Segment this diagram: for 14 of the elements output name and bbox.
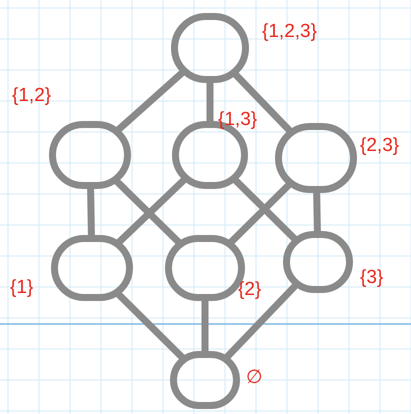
set-label: {2} [238,280,262,299]
line [232,70,294,134]
set-label: ∅ [246,368,263,387]
line [232,176,298,242]
set-label: {2,3} [360,136,400,155]
set-label: {1,2,3} [262,22,317,41]
line [114,69,186,134]
set-label: {1} [10,278,34,297]
line [227,181,293,246]
set-label: {1,3} [218,110,258,129]
set-label: {1,2} [12,86,52,105]
line [223,282,299,361]
line [114,290,186,362]
set-label: {3} [360,268,384,287]
